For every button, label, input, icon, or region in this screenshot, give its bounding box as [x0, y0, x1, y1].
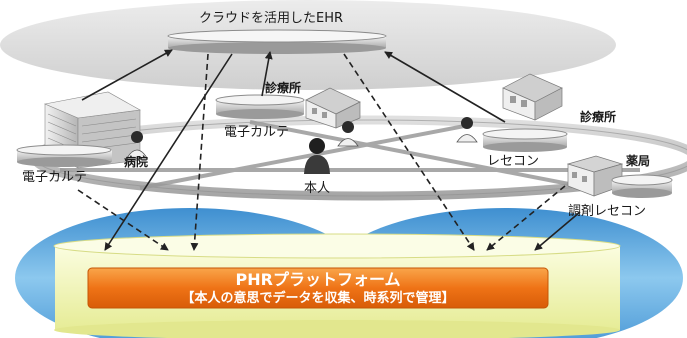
phr-subtitle: 【本人の意思でデータを収集、時系列で管理】: [181, 290, 454, 306]
ehr-cloud-database: [167, 29, 387, 54]
clinic-house-icon: [305, 87, 361, 129]
clinic-2-record-label: レセコン: [487, 154, 539, 169]
pharmacy-record-label: 調剤レセコン: [568, 203, 646, 219]
doctor-icon: [337, 121, 359, 147]
person-label: 本人: [304, 181, 330, 196]
upload-arrows: [81, 49, 506, 123]
person-icon: [304, 138, 330, 174]
hospital-record-label: 電子カルテ: [22, 170, 87, 185]
cloud-label: クラウドを活用したEHR: [199, 11, 343, 26]
clinic-2-label: 診療所: [580, 109, 616, 124]
hospital-label: 病院: [124, 154, 148, 169]
pharmacy-label: 薬局: [626, 153, 650, 168]
doctor-icon: [456, 117, 478, 143]
clinic-house-icon: [502, 73, 563, 121]
phr-title: PHRプラットフォーム: [236, 270, 401, 289]
phr-banner: PHRプラットフォーム 【本人の意思でデータを収集、時系列で管理】: [87, 267, 549, 309]
clinic-label: 診療所: [265, 80, 301, 95]
doctor-icon: [126, 131, 148, 159]
pharmacy-record-database: [611, 174, 673, 198]
hospital-record-database: [16, 144, 112, 167]
clinic-2-record-database: [482, 128, 568, 152]
clinic-record-label: 電子カルテ: [224, 125, 289, 140]
clinic-record-database: [215, 94, 305, 119]
data-flow-dashed-arrows: [77, 53, 581, 251]
